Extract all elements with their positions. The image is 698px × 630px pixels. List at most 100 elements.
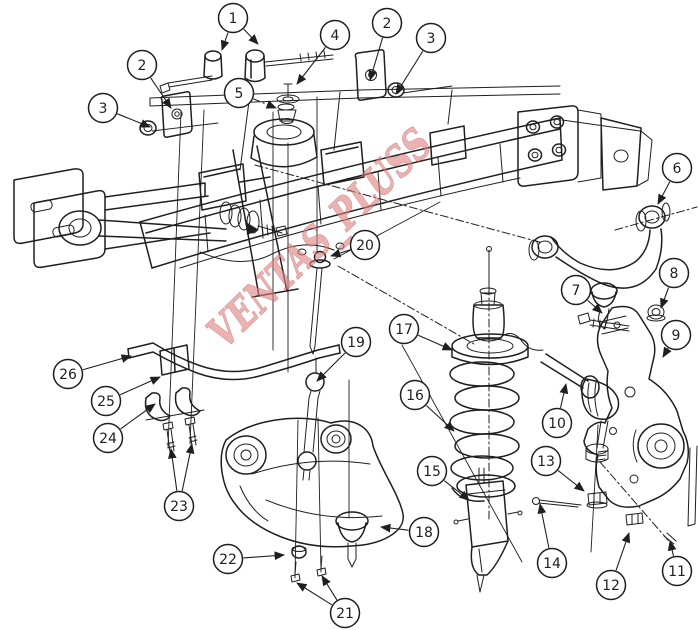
arm-stud <box>316 555 327 577</box>
insulator-bracket <box>160 91 193 138</box>
spring-insulator <box>277 103 295 111</box>
callout-17-number: 17 <box>395 322 413 338</box>
callout-2-leader <box>150 77 172 109</box>
callout-21-leader <box>296 582 333 606</box>
insulator <box>245 49 265 63</box>
callout-19: 19 <box>340 326 372 358</box>
sway-bar-bushing <box>159 344 190 376</box>
upper-arm-bushing <box>638 205 666 229</box>
callout-8-number: 8 <box>670 266 679 282</box>
spring-stud <box>283 83 293 97</box>
pinch-bolt <box>577 312 630 332</box>
callout-12-circle <box>595 569 627 601</box>
callout-23-leader <box>181 443 195 491</box>
callout-4: 4 <box>319 19 351 51</box>
callout-6-leader <box>657 181 671 205</box>
callout-2-circle <box>126 49 158 81</box>
callout-10-leader <box>559 383 569 409</box>
callout-25-leader <box>119 376 161 396</box>
callout-22-number: 22 <box>219 552 237 568</box>
sway-bar <box>127 342 341 381</box>
callout-16-circle <box>399 379 431 411</box>
callout-1-leader <box>220 32 230 51</box>
callout-3-circle <box>87 92 119 124</box>
callout-3-leader <box>395 50 424 95</box>
callout-10-number: 10 <box>548 416 566 432</box>
callout-5: 5 <box>223 77 255 109</box>
callout-26-leader <box>82 354 132 371</box>
arm-stud <box>290 561 301 583</box>
callout-23-leader <box>167 448 178 491</box>
callout-12: 12 <box>595 569 627 601</box>
shock-absorber <box>453 467 523 593</box>
lower-control-arm <box>220 417 404 583</box>
callout-20: 20 <box>349 229 381 261</box>
callout-11-number: 11 <box>668 564 686 580</box>
callout-23-circle <box>163 490 195 522</box>
callout-layer: 1234523678910111213141516171819202122232… <box>52 2 693 629</box>
callout-20-number: 20 <box>356 238 374 254</box>
callout-5-number: 5 <box>235 86 244 102</box>
callout-2: 2 <box>126 49 158 81</box>
insulator <box>204 50 222 62</box>
callout-9-leader <box>662 346 672 358</box>
callout-9-circle <box>660 319 692 351</box>
callout-20-circle <box>349 229 381 261</box>
callout-26-number: 26 <box>59 367 77 383</box>
callout-18: 18 <box>408 516 440 548</box>
callout-9: 9 <box>660 319 692 351</box>
callout-1-number: 1 <box>229 11 238 27</box>
callout-10: 10 <box>541 407 573 439</box>
callout-2: 2 <box>371 7 403 39</box>
frame-assembly <box>13 85 653 298</box>
callout-15-leader <box>443 480 470 501</box>
callout-7-number: 7 <box>572 283 581 299</box>
cotter-pin <box>532 497 540 505</box>
callout-4-number: 4 <box>331 28 340 44</box>
callout-17-leader <box>417 334 453 351</box>
callout-18-number: 18 <box>415 525 433 541</box>
callout-2-leader <box>368 37 384 81</box>
callout-1-leader <box>243 28 259 45</box>
callout-14: 14 <box>536 547 568 579</box>
callout-3: 3 <box>415 22 447 54</box>
callout-17: 17 <box>388 313 420 345</box>
callout-14-number: 14 <box>543 556 561 572</box>
callout-6-number: 6 <box>673 161 682 177</box>
steering-knuckle <box>583 305 698 527</box>
callout-15-number: 15 <box>423 464 441 480</box>
callout-16: 16 <box>399 379 431 411</box>
sway-bar-bracket <box>144 387 205 453</box>
callout-5-leader <box>253 98 277 109</box>
callout-15: 15 <box>416 455 448 487</box>
callout-2-number: 2 <box>138 58 147 74</box>
callout-25-circle <box>90 385 122 417</box>
callout-13-number: 13 <box>537 454 555 470</box>
callout-22-leader <box>243 551 285 561</box>
callout-18-leader <box>380 523 409 533</box>
callout-11-leader <box>667 540 677 557</box>
callout-25-number: 25 <box>97 394 115 410</box>
callout-24-circle <box>92 422 124 454</box>
steering-linkage <box>58 201 288 246</box>
callout-8: 8 <box>658 257 690 289</box>
callout-13-leader <box>557 470 585 492</box>
callout-21-number: 21 <box>336 606 354 622</box>
insulator-bracket <box>354 49 387 101</box>
callout-21: 21 <box>329 597 361 629</box>
callout-13: 13 <box>530 445 562 477</box>
callout-21-leader <box>321 575 338 601</box>
callout-19-leader <box>316 352 346 382</box>
stabilizer-link <box>297 250 331 481</box>
callout-11: 11 <box>661 555 693 587</box>
callout-7: 7 <box>560 274 592 306</box>
callout-7-circle <box>560 274 592 306</box>
callout-20-leader <box>330 248 351 258</box>
callout-16-leader <box>426 405 455 432</box>
nut <box>647 304 665 320</box>
callout-13-circle <box>530 445 562 477</box>
callout-3-leader <box>117 113 151 128</box>
callout-3: 3 <box>87 92 119 124</box>
